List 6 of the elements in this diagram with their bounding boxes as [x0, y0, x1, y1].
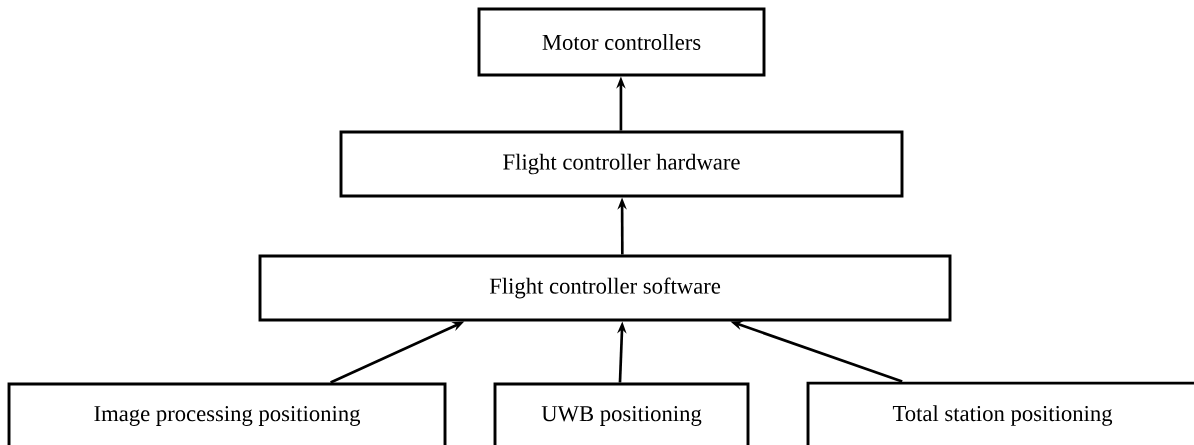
process-box: UWB positioning [493, 382, 750, 445]
process-box: Image processing positioning [7, 382, 447, 445]
process-box: Flight controller hardware [339, 130, 904, 198]
process-box: Total station positioning [806, 381, 1194, 445]
process-box: Flight controller software [258, 254, 952, 322]
process-box: Motor controllers [477, 7, 766, 77]
